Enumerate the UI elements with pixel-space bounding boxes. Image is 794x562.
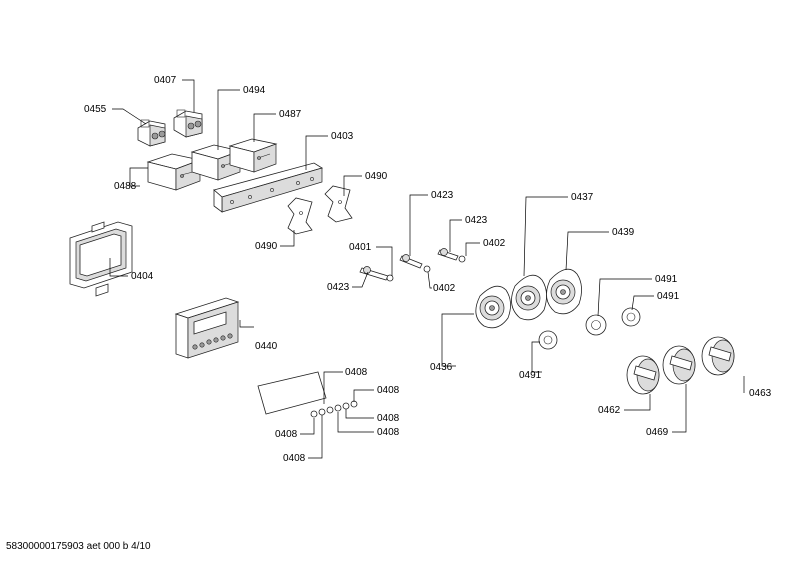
label-0491-mid: 0491: [657, 291, 680, 302]
shaft-0423-right[interactable]: [437, 248, 466, 263]
shaft-0423-mid[interactable]: [399, 254, 431, 273]
label-0423-top: 0423: [431, 190, 454, 201]
label-0404: 0404: [131, 271, 154, 282]
label-0401: 0401: [349, 242, 372, 253]
box-0487[interactable]: [228, 138, 278, 173]
terminal-block-0407[interactable]: [173, 109, 203, 138]
label-0408-b: 0408: [377, 385, 400, 396]
label-0423-right: 0423: [465, 215, 488, 226]
label-0469: 0469: [646, 427, 669, 438]
frame-0404[interactable]: [69, 221, 133, 297]
label-0490-right: 0490: [365, 171, 388, 182]
label-0463: 0463: [749, 388, 772, 399]
label-0491-top: 0491: [655, 274, 678, 285]
bracket-0490-right[interactable]: [324, 185, 353, 223]
label-0408-a: 0408: [345, 367, 368, 378]
knob-bezel-0436[interactable]: [475, 285, 511, 329]
label-0403: 0403: [331, 131, 354, 142]
knob-0463[interactable]: [701, 336, 735, 376]
label-0407: 0407: [154, 75, 177, 86]
label-0490-left: 0490: [255, 241, 278, 252]
mounting-rail-0403[interactable]: [213, 162, 323, 213]
label-0440: 0440: [255, 341, 278, 352]
label-0439: 0439: [612, 227, 635, 238]
bracket-0490-left[interactable]: [287, 197, 313, 235]
cover-plate-0408[interactable]: [257, 371, 327, 415]
label-0494: 0494: [243, 85, 266, 96]
part-labels: 0407 0494 0455 0487 0403 0488 0490 0490 …: [84, 75, 772, 464]
label-0462: 0462: [598, 405, 621, 416]
label-0408-c: 0408: [377, 413, 400, 424]
label-0402-top: 0402: [483, 238, 506, 249]
label-0437: 0437: [571, 192, 594, 203]
display-module-0440[interactable]: [174, 297, 240, 359]
label-0408-d: 0408: [377, 427, 400, 438]
label-0402-bottom: 0402: [433, 283, 456, 294]
label-0408-e: 0408: [275, 429, 298, 440]
label-0488: 0488: [114, 181, 137, 192]
ring-0491-a[interactable]: [538, 330, 558, 350]
knob-bezel-0437[interactable]: [511, 274, 547, 321]
label-0487: 0487: [279, 109, 302, 120]
shaft-0423-left[interactable]: [359, 266, 394, 282]
leader-lines: [109, 79, 745, 459]
terminal-block-0455[interactable]: [137, 119, 166, 147]
label-0423-left: 0423: [327, 282, 350, 293]
document-footer-code: 58300000175903 aet 000 b 4/10: [6, 541, 151, 552]
knob-0462[interactable]: [626, 355, 660, 395]
label-0491-bottom: 0491: [519, 370, 542, 381]
ring-0491-b[interactable]: [585, 314, 607, 336]
box-0488[interactable]: [146, 153, 202, 191]
label-0455: 0455: [84, 104, 107, 115]
label-0408-f: 0408: [283, 453, 306, 464]
ring-0491-c[interactable]: [621, 307, 641, 327]
button-set-0408[interactable]: [310, 400, 358, 418]
knob-0469[interactable]: [662, 345, 696, 385]
label-0436: 0436: [430, 362, 453, 373]
knob-bezel-0439[interactable]: [546, 268, 582, 315]
